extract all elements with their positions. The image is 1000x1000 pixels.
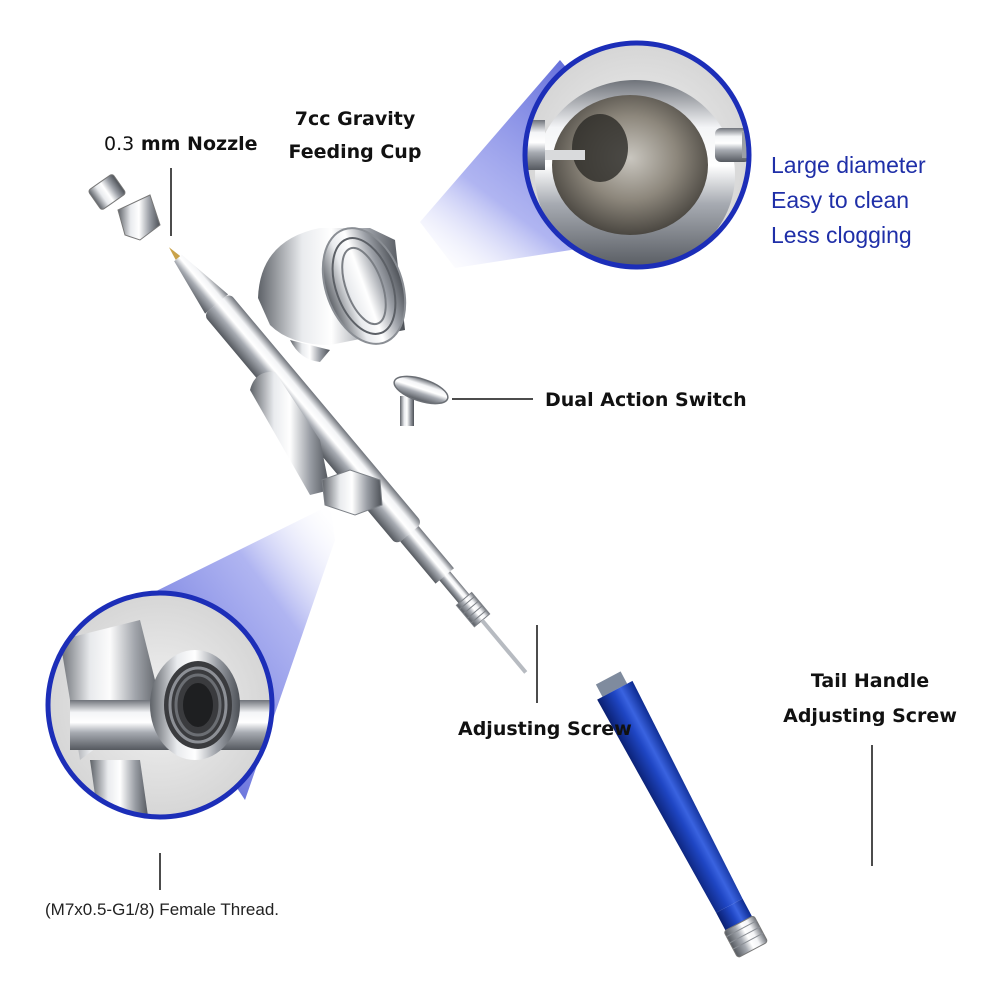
nozzle-text: mm Nozzle [140,133,258,155]
adjusting-screw-label: Adjusting Screw [458,718,632,740]
feature-item: Easy to clean [771,187,910,213]
tail-label-line2: Adjusting Screw [783,704,957,727]
nozzle-parts [88,174,161,241]
feature-item: Large diameter [771,152,926,178]
nozzle-label: 0.3 mm Nozzle [104,133,258,156]
cup-zoom-circle [525,43,749,267]
feature-item: Less clogging [771,222,912,248]
tail-handle-label: Tail Handle Adjusting Screw [780,670,960,728]
cup-label: 7cc Gravity Feeding Cup [275,108,435,164]
tail-handle [595,671,768,958]
feature-list: Large diameter Easy to clean Less cloggi… [771,148,926,253]
dual-action-switch [393,375,449,426]
thread-zoom-circle [48,593,272,817]
thread-label: (M7x0.5-G1/8) Female Thread. [45,900,279,919]
switch-label: Dual Action Switch [545,389,747,411]
gravity-cup [258,227,407,362]
nozzle-size: 0.3 [104,133,135,155]
tail-label-line1: Tail Handle [810,670,930,692]
air-connector [250,371,383,516]
cup-label-line1: 7cc Gravity [294,108,416,130]
cup-label-line2: Feeding Cup [288,140,422,163]
